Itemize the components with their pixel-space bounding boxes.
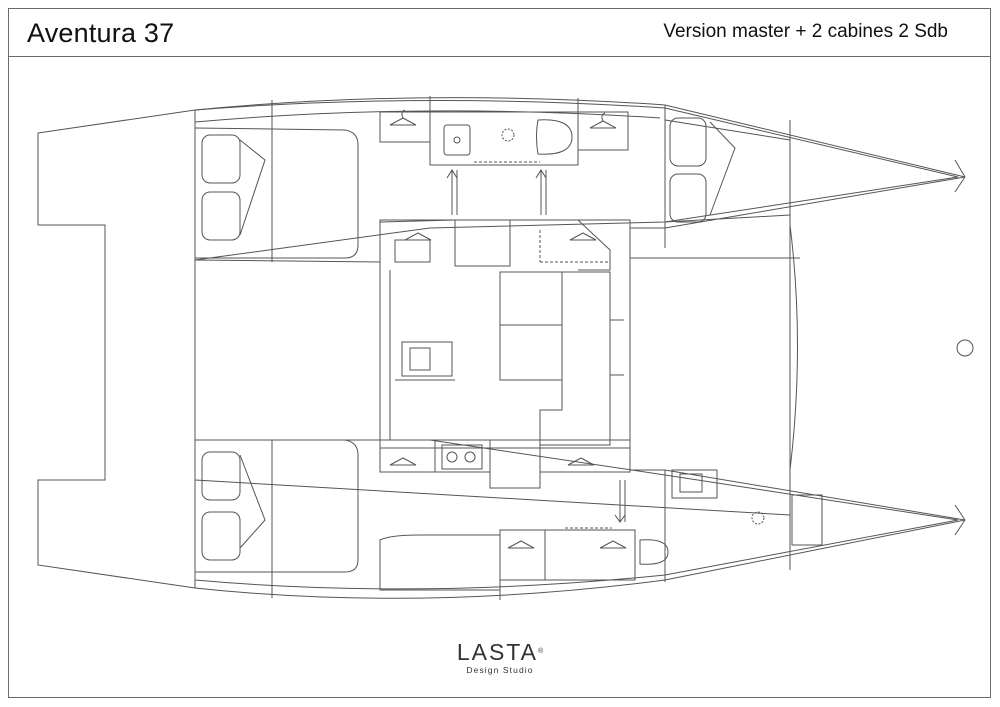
galley (379, 439, 631, 489)
passage-arrows-starboard (565, 480, 626, 529)
logo-wordmark: LASTA® (456, 639, 544, 665)
saloon (379, 219, 631, 449)
drawing-sheet: Aventura 37 Version master + 2 cabines 2… (8, 8, 991, 698)
port-hull (194, 96, 966, 290)
model-title: Aventura 37 (27, 18, 175, 48)
studio-logo: LASTA® Design Studio (450, 640, 550, 675)
hanger-icon (389, 109, 617, 129)
port-forward-berth (194, 127, 359, 259)
title-block: Aventura 37 Version master + 2 cabines 2… (9, 9, 990, 57)
starboard-aft-cabin (379, 469, 823, 591)
port-bathroom (379, 111, 629, 166)
logo-tagline: Design Studio (466, 665, 534, 675)
port-aft-berth (664, 117, 791, 223)
starboard-forward-berth (195, 439, 359, 573)
version-subtitle: Version master + 2 cabines 2 Sdb (663, 21, 948, 42)
deck-outline (37, 97, 966, 599)
bridgedeck-lines (194, 224, 974, 471)
starboard-hull (194, 408, 966, 600)
passage-arrows-port (446, 169, 547, 215)
